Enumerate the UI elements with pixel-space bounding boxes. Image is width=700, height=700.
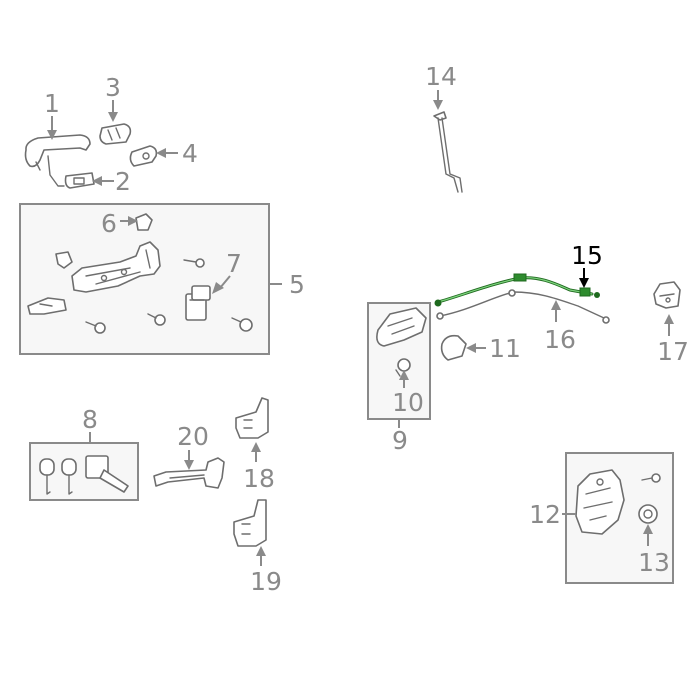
callout-1[interactable]: 1 bbox=[44, 89, 60, 118]
part-handle-cover[interactable] bbox=[64, 172, 95, 189]
part-key-1[interactable] bbox=[39, 458, 55, 495]
part-door-check[interactable] bbox=[153, 457, 225, 489]
part-key-2[interactable] bbox=[61, 458, 77, 495]
part-bracket-left[interactable] bbox=[27, 297, 67, 315]
part-outside-handle[interactable] bbox=[24, 134, 91, 187]
leader-lines bbox=[47, 90, 674, 566]
callout-18[interactable]: 18 bbox=[243, 464, 275, 493]
part-hinge-upper[interactable] bbox=[235, 397, 269, 439]
callout-9[interactable]: 9 bbox=[392, 426, 408, 455]
callout-2[interactable]: 2 bbox=[115, 167, 131, 196]
part-clip-6[interactable] bbox=[135, 213, 153, 231]
part-screw-c[interactable] bbox=[147, 313, 166, 326]
part-inside-handle[interactable] bbox=[376, 307, 427, 347]
callout-16[interactable]: 16 bbox=[544, 325, 576, 354]
part-hinge-lower[interactable] bbox=[233, 499, 267, 547]
callout-17[interactable]: 17 bbox=[657, 337, 689, 366]
callout-20[interactable]: 20 bbox=[177, 422, 209, 451]
part-screw-a[interactable] bbox=[183, 258, 205, 268]
callout-5[interactable]: 5 bbox=[289, 270, 305, 299]
part-screw-12[interactable] bbox=[641, 473, 661, 483]
part-handle-bezel[interactable] bbox=[99, 123, 132, 145]
part-cable-16[interactable] bbox=[436, 289, 610, 324]
part-screw-d[interactable] bbox=[231, 317, 253, 332]
callout-13[interactable]: 13 bbox=[638, 548, 670, 577]
part-striker[interactable] bbox=[653, 281, 681, 309]
part-handle-frame[interactable] bbox=[71, 241, 161, 293]
part-lock-cylinder-7[interactable] bbox=[185, 285, 211, 321]
callout-19[interactable]: 19 bbox=[250, 567, 282, 596]
callout-14[interactable]: 14 bbox=[425, 62, 457, 91]
part-cable-15-highlighted[interactable] bbox=[434, 273, 601, 307]
callout-7[interactable]: 7 bbox=[226, 249, 242, 278]
callout-4[interactable]: 4 bbox=[182, 139, 198, 168]
callout-3[interactable]: 3 bbox=[105, 73, 121, 102]
part-small-clip[interactable] bbox=[55, 251, 73, 269]
callout-11[interactable]: 11 bbox=[489, 334, 521, 363]
part-screw-b[interactable] bbox=[85, 321, 106, 334]
part-cap[interactable] bbox=[129, 145, 158, 167]
callout-labels: 1 3 4 2 6 7 5 8 9 10 11 14 15 16 17 18 1… bbox=[44, 62, 689, 596]
part-lock-rod[interactable] bbox=[433, 111, 463, 193]
callout-10[interactable]: 10 bbox=[392, 388, 424, 417]
callout-8[interactable]: 8 bbox=[82, 405, 98, 434]
part-bezel-11[interactable] bbox=[440, 334, 467, 361]
callout-15-highlighted[interactable]: 15 bbox=[571, 241, 603, 270]
part-grommet-13[interactable] bbox=[638, 504, 658, 524]
part-key-cylinder[interactable] bbox=[85, 455, 129, 493]
callout-6[interactable]: 6 bbox=[101, 209, 117, 238]
callout-12[interactable]: 12 bbox=[529, 500, 561, 529]
part-door-lock-assembly[interactable] bbox=[575, 469, 625, 535]
